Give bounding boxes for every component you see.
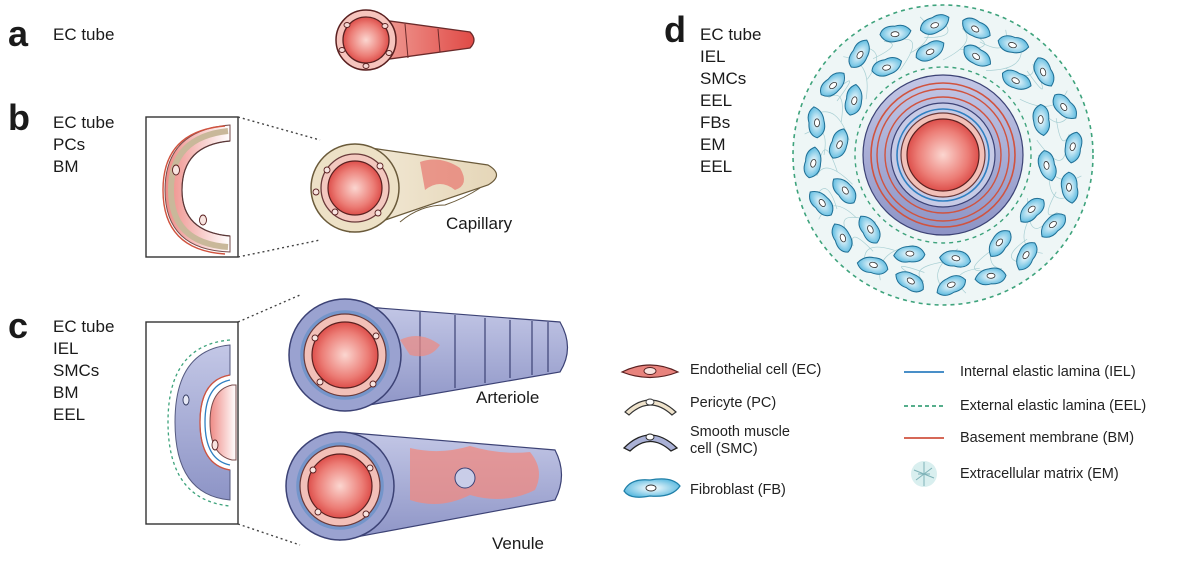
legend-internal-elastic-lamina: Internal elastic lamina (IEL) bbox=[960, 364, 1136, 381]
smooth-muscle-cell-icon bbox=[624, 434, 677, 451]
ec-tube-illustration bbox=[336, 10, 474, 70]
fibroblast-icon bbox=[624, 479, 680, 497]
legend-basement-membrane: Basement membrane (BM) bbox=[960, 430, 1134, 447]
arteriole-illustration bbox=[289, 299, 568, 411]
arteriole-venule-inset bbox=[146, 295, 300, 545]
endothelial-cell-icon bbox=[622, 365, 678, 378]
artery-cross-section bbox=[793, 5, 1093, 305]
legend-extracellular-matrix: Extracellular matrix (EM) bbox=[960, 466, 1119, 483]
legend-endothelial-cell: Endothelial cell (EC) bbox=[690, 362, 821, 379]
legend-fibroblast: Fibroblast (FB) bbox=[690, 482, 786, 499]
legend-pericyte: Pericyte (PC) bbox=[690, 395, 776, 412]
venule-illustration bbox=[286, 432, 562, 540]
capillary-inset bbox=[146, 117, 320, 257]
legend-external-elastic-lamina: External elastic lamina (EEL) bbox=[960, 398, 1146, 415]
capillary-illustration bbox=[311, 144, 497, 232]
extracellular-matrix-icon bbox=[911, 461, 937, 487]
legend-smooth-muscle-cell: Smooth muscle cell (SMC) bbox=[690, 424, 790, 458]
pericyte-icon bbox=[625, 399, 676, 415]
